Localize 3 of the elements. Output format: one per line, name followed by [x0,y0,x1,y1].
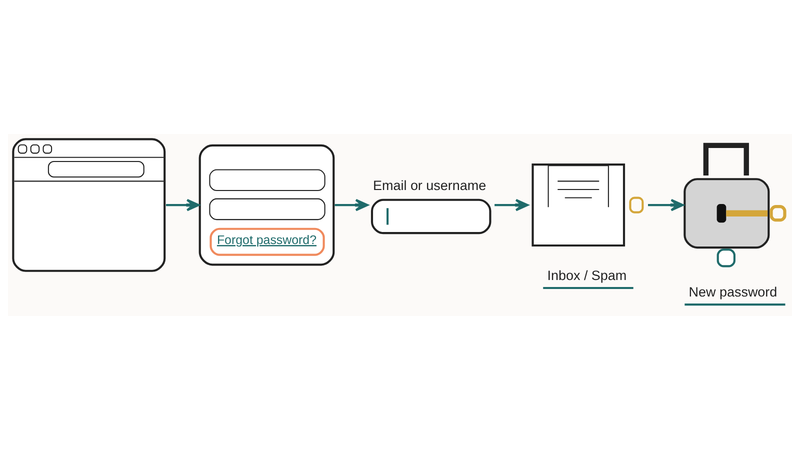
node-label: Email or username [373,178,486,193]
node-label: New password [688,284,778,300]
node-label: Inbox / Spam [547,268,627,284]
